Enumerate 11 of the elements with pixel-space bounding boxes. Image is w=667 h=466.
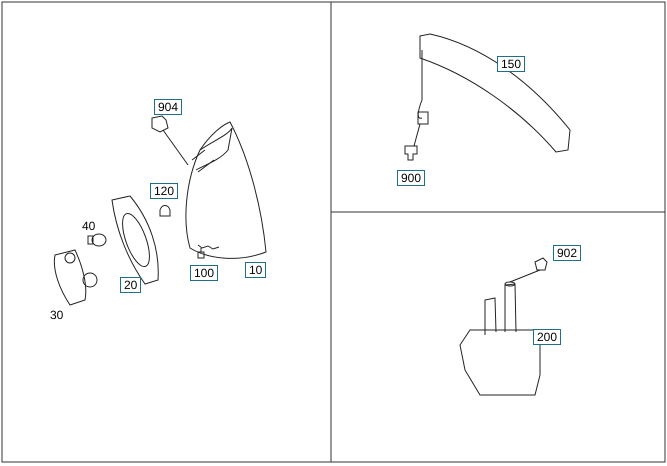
callout-number: 200: [533, 329, 562, 345]
callout-number: 40: [82, 219, 96, 233]
callout-number: 900: [397, 170, 426, 186]
callout-number: 100: [190, 265, 218, 281]
callout-number: 30: [50, 308, 64, 322]
callout-number: 904: [154, 99, 182, 115]
callout-number: 20: [120, 277, 142, 293]
callout-number: 10: [245, 262, 266, 278]
callout-number: 120: [150, 183, 178, 199]
callout-number: 902: [553, 245, 582, 261]
callout-number: 150: [497, 56, 526, 72]
